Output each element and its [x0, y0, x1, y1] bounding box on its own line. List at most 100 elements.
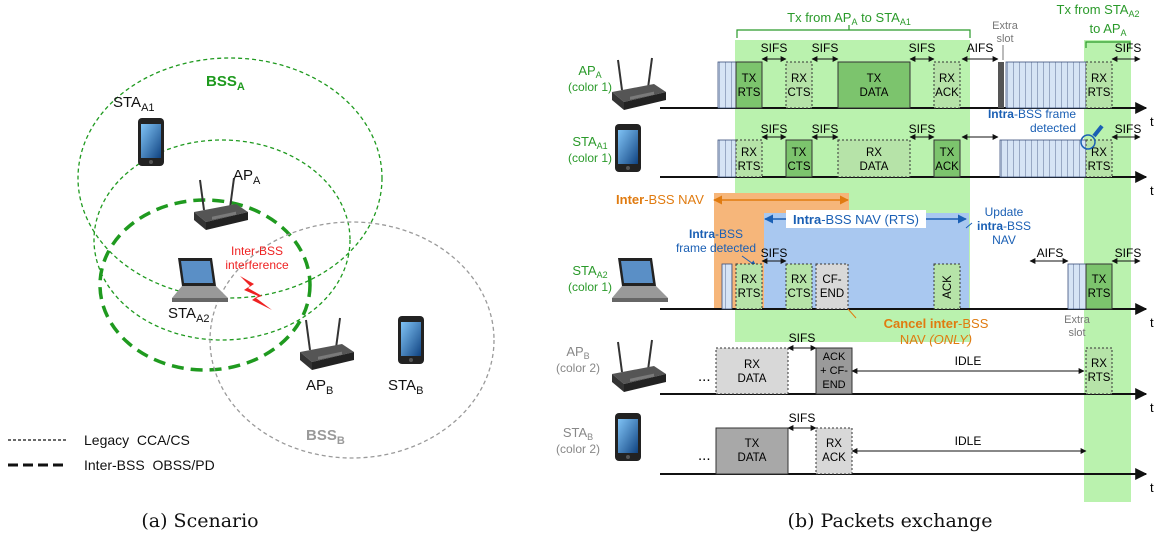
frame-tx-rts [735, 61, 763, 109]
svg-text:t: t [1150, 480, 1154, 495]
svg-text:SIFS: SIFS [909, 41, 936, 55]
svg-text:AIFS: AIFS [1037, 246, 1064, 260]
row-label-ap-b: APB [566, 344, 589, 361]
row-color-sta-a1: (color 1) [568, 151, 612, 165]
svg-text:SIFS: SIFS [1115, 41, 1142, 55]
svg-text:TX: TX [745, 438, 760, 450]
svg-text:SIFS: SIFS [761, 246, 788, 260]
svg-text:DATA: DATA [860, 87, 889, 99]
inter-bss-nav-label: Inter-BSS NAV [616, 192, 704, 207]
svg-text:RX: RX [741, 274, 757, 286]
svg-text:+ CF-: + CF- [820, 365, 848, 377]
svg-text:RX: RX [791, 274, 807, 286]
tx-sta-a2-label-1: Tx from STAA2 [1057, 2, 1140, 19]
row-ap-a: TX RTS RX CTS TX DATA RX ACK RX RTS SIFS… [717, 41, 1142, 109]
scenario-panel: BSSA BSSB STAA1 APA STAA2 Inter-BSS inte… [8, 57, 495, 532]
frame-tx-data [837, 61, 911, 109]
caption-a: (a) Scenario [141, 510, 258, 532]
svg-text:CTS: CTS [788, 161, 811, 173]
svg-text:...: ... [698, 368, 711, 385]
sta-b-label: STAB [388, 377, 423, 397]
svg-text:TX: TX [792, 147, 807, 159]
intra-bss-frame-detected-2: frame detected [676, 241, 756, 255]
svg-text:ACK: ACK [823, 351, 846, 363]
svg-text:END: END [820, 288, 844, 300]
frame-rx-rts [1085, 61, 1113, 109]
tx-sta-a2-label-2: to APA [1089, 21, 1126, 38]
bss-a-label: BSSA [206, 73, 245, 93]
svg-text:SIFS: SIFS [1115, 246, 1142, 260]
laptop-icon [612, 258, 668, 302]
svg-text:t: t [1150, 114, 1154, 129]
svg-text:t: t [1150, 315, 1154, 330]
update-nav-label-1: Update [985, 205, 1024, 219]
frame-rx-rts [1085, 139, 1113, 178]
frame-rx-rts [1085, 347, 1113, 395]
phone-icon [615, 413, 641, 461]
legend-label-legacy: Legacy CCA/CS [84, 432, 190, 448]
tx-ap-a-brace [736, 25, 971, 38]
phone-icon [398, 316, 424, 364]
frame-tx-data [715, 427, 789, 475]
svg-text:TX: TX [940, 147, 955, 159]
svg-text:RX: RX [826, 438, 842, 450]
intra-bss-detected-label-1: Intra-BSS frame [988, 107, 1076, 121]
extra-slot-label-top: Extra [992, 20, 1019, 32]
svg-text:CTS: CTS [788, 87, 811, 99]
intra-bss-detected-label-2: detected [1030, 121, 1076, 135]
frame-rx-cts [785, 263, 813, 310]
tx-sta-a2-brace [1085, 41, 1131, 48]
svg-text:SIFS: SIFS [812, 122, 839, 136]
ap-a-label: APA [233, 167, 261, 187]
frame-rx-ack [933, 61, 961, 109]
row-sta-a1: RX RTS TX CTS RX DATA TX ACK RX RTS SIFS… [717, 107, 1142, 178]
row-sta-b: ... TX DATA RX ACK SIFS IDLE [698, 411, 1087, 475]
svg-text:SIFS: SIFS [789, 331, 816, 345]
svg-text:CTS: CTS [788, 288, 811, 300]
cancel-inter-bss-label-1: Cancel inter-BSS [884, 316, 989, 331]
svg-text:RTS: RTS [738, 161, 761, 173]
frame-tx-rts [1085, 263, 1113, 310]
laptop-icon [172, 258, 228, 302]
cancel-inter-bss-label-2: NAV (ONLY) [900, 332, 972, 347]
row-ap-b: ... RX DATA ACK + CF- END RX RTS SIFS ID… [698, 331, 1113, 395]
row-color-ap-a: (color 1) [568, 80, 612, 94]
svg-text:SIFS: SIFS [761, 122, 788, 136]
row-color-sta-a2: (color 1) [568, 280, 612, 294]
svg-text:SIFS: SIFS [789, 411, 816, 425]
svg-text:CF-: CF- [822, 274, 841, 286]
svg-text:TX: TX [867, 73, 882, 85]
svg-text:RX: RX [1091, 73, 1107, 85]
svg-text:SIFS: SIFS [909, 122, 936, 136]
row-label-ap-a: APA [578, 63, 601, 80]
frame-rx-ack [815, 427, 853, 475]
router-icon [299, 317, 355, 371]
update-nav-label-3: NAV [992, 233, 1016, 247]
intra-bss-frame-detected-1: Intra-BSS [689, 227, 743, 241]
interference-label-2: interference [225, 258, 289, 272]
svg-text:RTS: RTS [1088, 87, 1111, 99]
svg-text:ACK: ACK [942, 275, 954, 299]
row-label-sta-a1: STAA1 [572, 134, 607, 151]
svg-text:DATA: DATA [860, 161, 889, 173]
row-label-sta-a2: STAA2 [572, 263, 607, 280]
interference-label-1: Inter-BSS [231, 244, 283, 258]
update-nav-label-2: intra-BSS [977, 219, 1031, 233]
bss-b-label: BSSB [306, 427, 345, 447]
svg-text:RX: RX [939, 73, 955, 85]
frame-rx-rts [735, 263, 763, 310]
detection-magnifier-icon [1080, 134, 1096, 150]
obss-pd-range-ap-a [98, 198, 312, 372]
svg-text:SIFS: SIFS [1115, 122, 1142, 136]
sta-a1-label: STAA1 [113, 94, 155, 114]
svg-text:RTS: RTS [1088, 372, 1111, 384]
svg-text:RTS: RTS [1088, 161, 1111, 173]
caption-b: (b) Packets exchange [788, 510, 993, 532]
svg-text:TX: TX [742, 73, 757, 85]
frame-ack-cf-end [815, 347, 853, 395]
lightning-icon [240, 276, 272, 310]
frame-ack [933, 263, 961, 310]
router-icon [611, 57, 667, 111]
svg-text:DATA: DATA [738, 373, 767, 385]
svg-text:IDLE: IDLE [955, 354, 982, 368]
